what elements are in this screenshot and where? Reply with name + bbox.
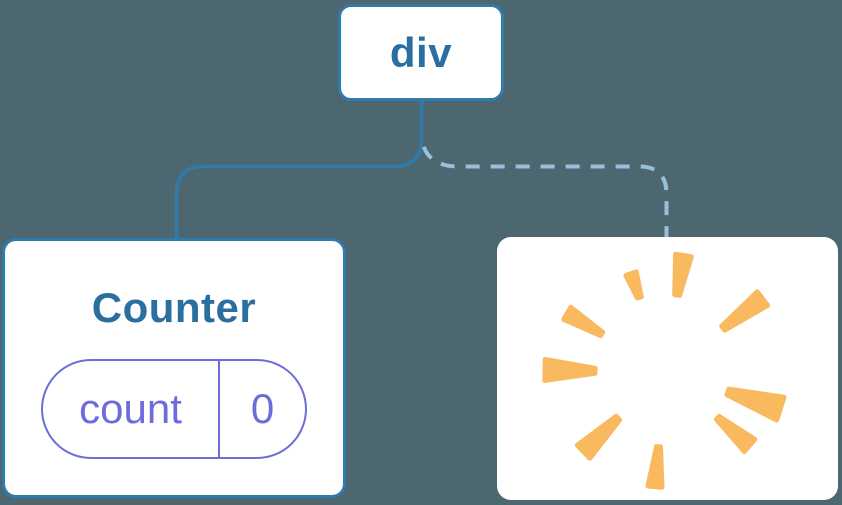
node-removed-poof: [497, 237, 838, 500]
state-pill: count 0: [41, 359, 307, 459]
poof-ray: [542, 356, 598, 383]
poof-ray: [645, 444, 665, 490]
poof-ray: [574, 413, 623, 461]
node-counter-component: Counter count 0: [2, 238, 346, 498]
state-value: 0: [250, 385, 275, 432]
counter-title: Counter: [91, 284, 257, 331]
poof-ray: [714, 413, 758, 454]
edge-div-to-removed-dashed: [419, 135, 669, 237]
poof-ray: [623, 269, 644, 301]
node-div: div: [338, 4, 504, 101]
poof-ray: [719, 289, 771, 333]
poof-starburst-icon: [542, 251, 787, 490]
poof-ray: [672, 251, 694, 298]
poof-ray: [724, 386, 787, 423]
state-key: count: [43, 361, 220, 457]
poof-ray: [561, 304, 606, 339]
edge-div-to-counter: [174, 99, 424, 242]
node-div-label: div: [389, 28, 453, 76]
